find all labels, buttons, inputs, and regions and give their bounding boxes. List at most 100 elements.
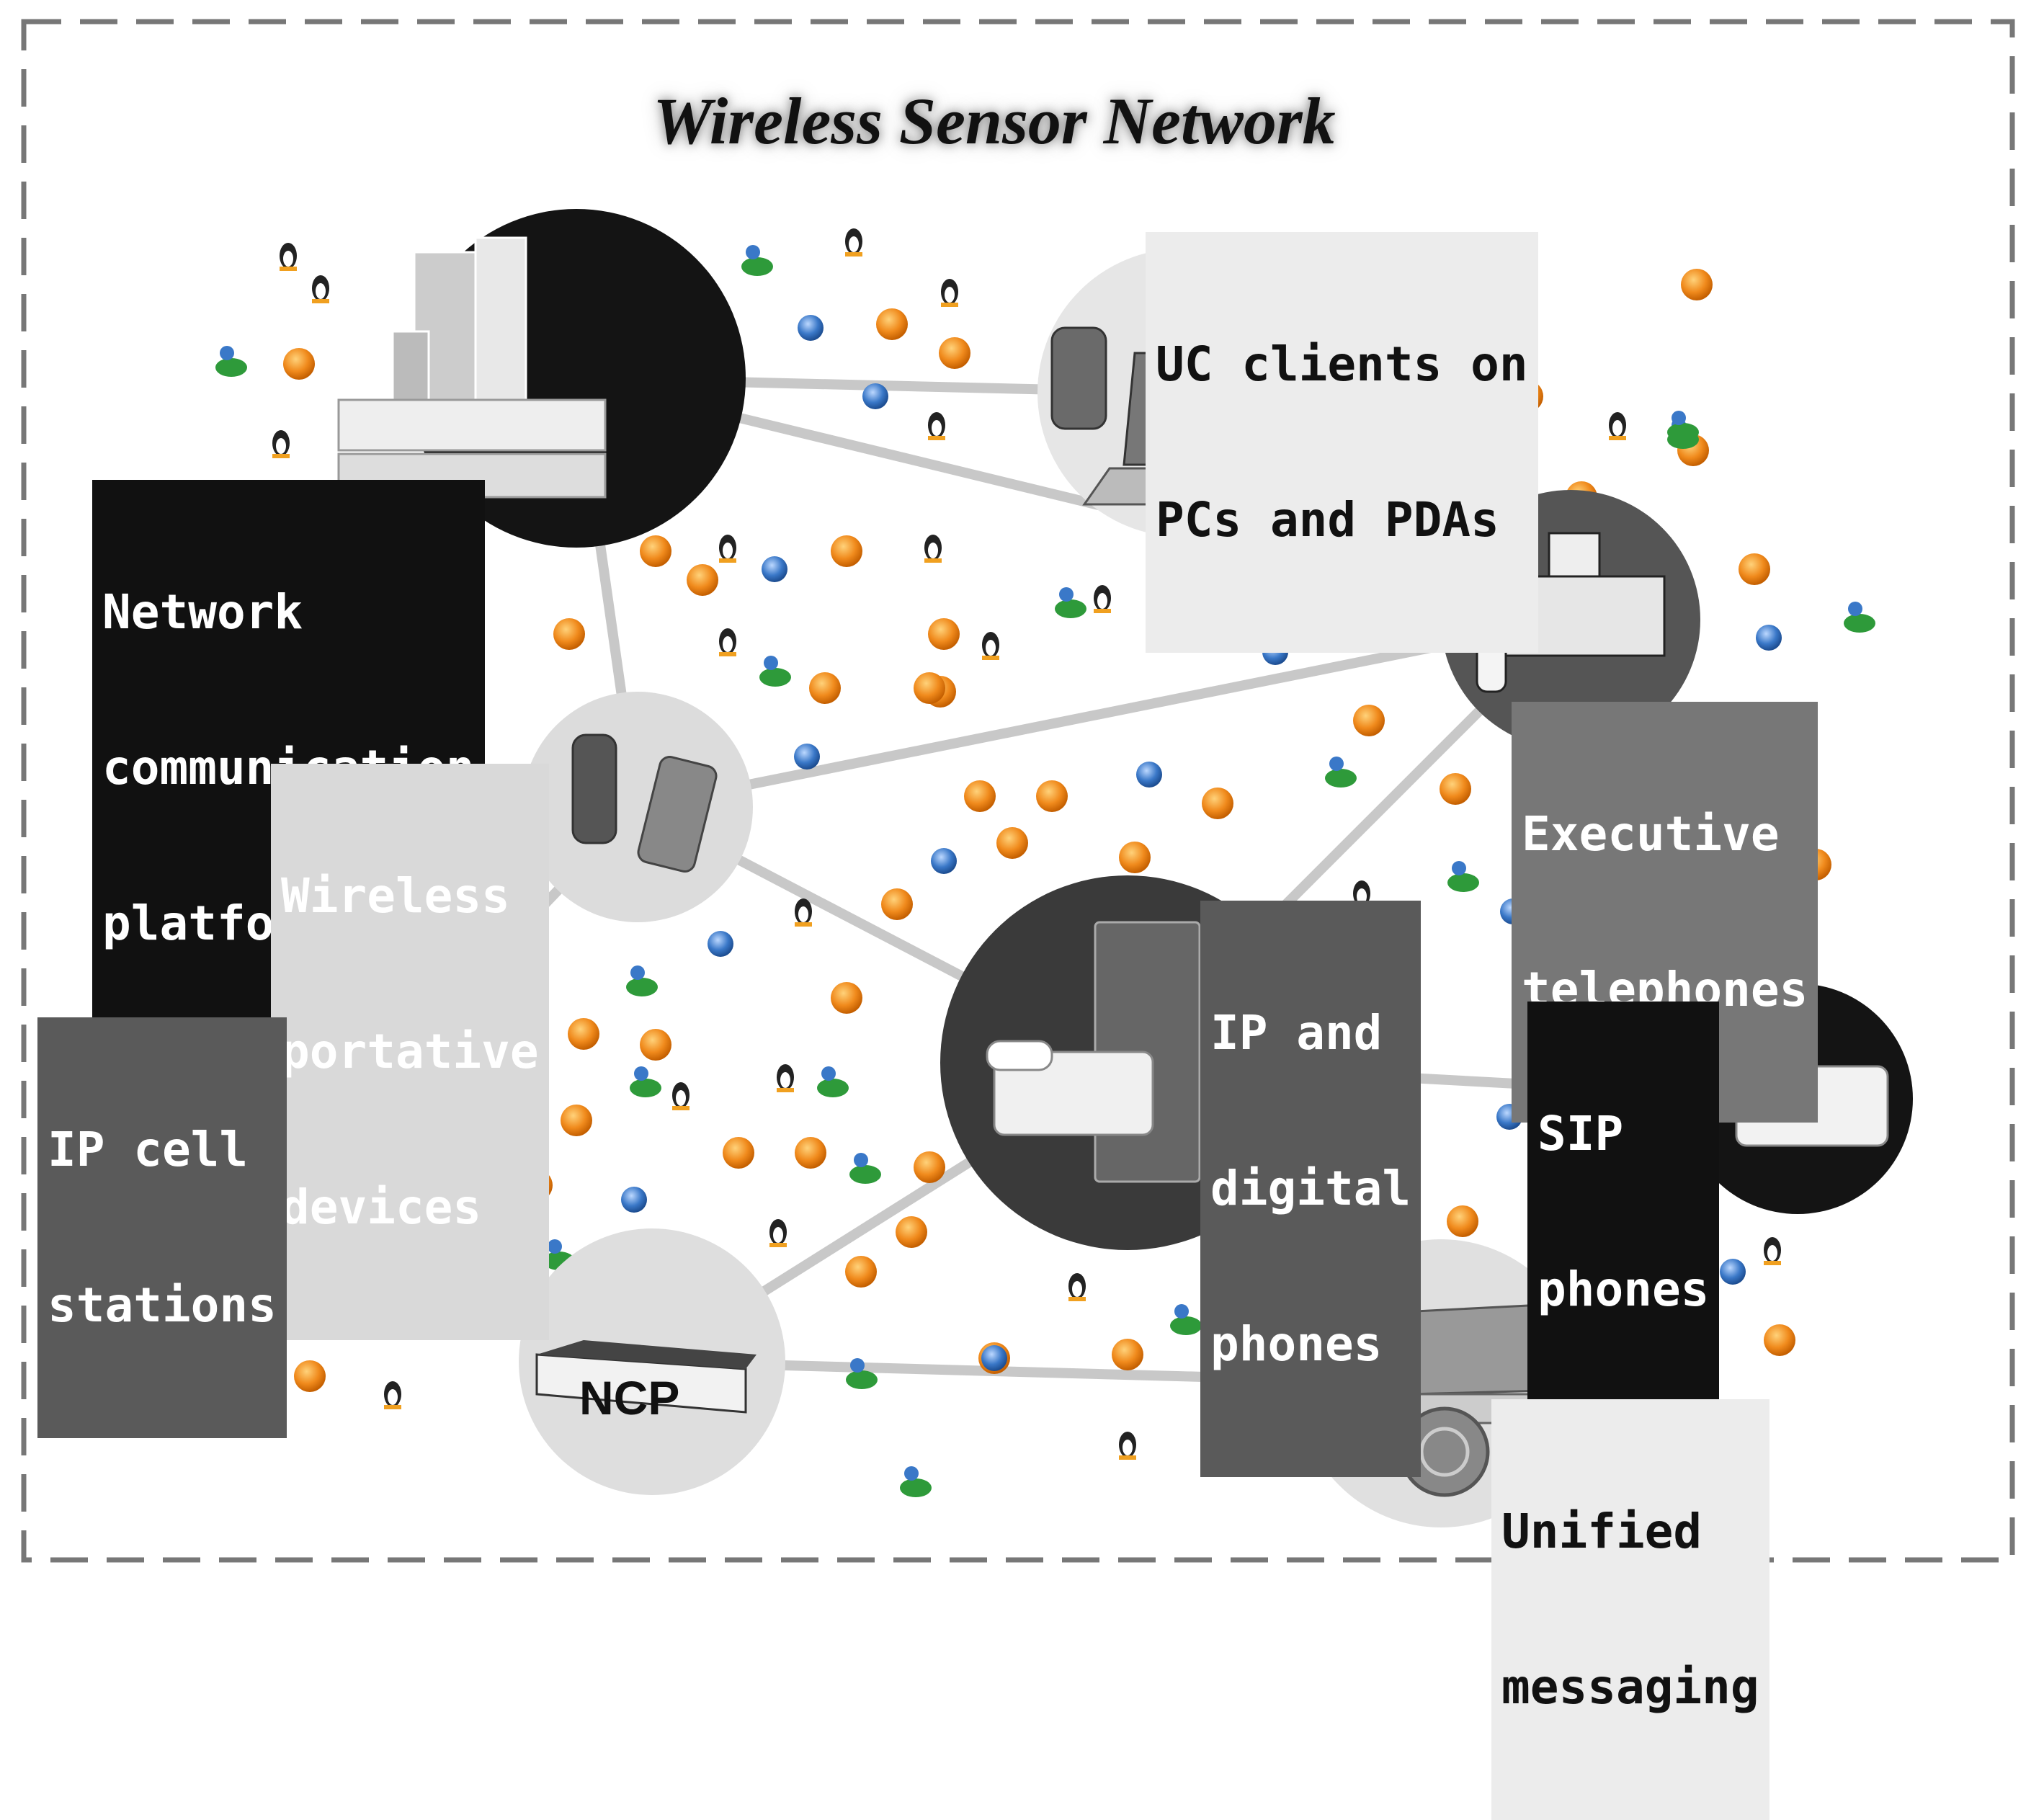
label-line: SIP xyxy=(1538,1106,1624,1161)
sensor-dot-orange xyxy=(1036,780,1068,812)
sensor-dot-blue xyxy=(1136,762,1162,788)
building-icon xyxy=(391,236,527,405)
sensor-dot-orange xyxy=(1440,773,1471,805)
sensor-nodes xyxy=(143,228,1875,1497)
label-line: IP and xyxy=(1210,1005,1383,1061)
sensor-dot-orange xyxy=(1681,269,1713,300)
penguin-sensor-icon xyxy=(1609,412,1626,440)
label-line: devices xyxy=(281,1179,482,1235)
user-sensor-icon xyxy=(1325,757,1357,788)
sensor-dot-orange xyxy=(928,618,960,650)
user-sensor-icon xyxy=(849,1153,881,1184)
penguin-sensor-icon xyxy=(924,535,942,563)
user-sensor-icon xyxy=(1055,587,1086,618)
label-line: Wireless xyxy=(281,868,510,924)
user-sensor-icon xyxy=(900,1466,932,1497)
sensor-dot-orange xyxy=(1202,788,1233,819)
penguin-sensor-icon xyxy=(272,430,290,458)
sensor-dot-blue xyxy=(1720,1259,1746,1285)
penguin-sensor-icon xyxy=(845,228,862,257)
label-line: PCs and PDAs xyxy=(1156,492,1499,548)
sensor-dot-blue xyxy=(1756,625,1782,651)
user-sensor-icon xyxy=(846,1358,878,1389)
sensor-dot-orange xyxy=(964,780,996,812)
label-line: NCP xyxy=(579,1371,680,1424)
label-ip-cell: IP cell stations xyxy=(37,1017,287,1438)
label-line: portative xyxy=(281,1024,539,1079)
sensor-dot-orange xyxy=(283,348,315,380)
diagram-stage: Wireless Sensor Network Network communic… xyxy=(21,19,2015,1820)
sensor-dot-orange xyxy=(795,1137,826,1169)
sensor-dot-blue xyxy=(794,744,820,770)
user-sensor-icon xyxy=(759,656,791,687)
sensor-dot-orange xyxy=(568,1018,599,1050)
penguin-sensor-icon xyxy=(982,632,999,660)
sensor-dot-orange xyxy=(553,618,585,650)
penguin-sensor-icon xyxy=(769,1219,787,1247)
label-line: messaging xyxy=(1501,1659,1759,1715)
label-line: UC clients on xyxy=(1156,336,1528,392)
label-line: phones xyxy=(1210,1316,1383,1372)
user-sensor-icon xyxy=(215,346,247,377)
sensor-dot-orange xyxy=(723,1137,754,1169)
sensor-dot-orange xyxy=(640,535,671,567)
sensor-dot-orange xyxy=(640,1029,671,1061)
penguin-sensor-icon xyxy=(384,1381,401,1409)
label-sip: SIP phones xyxy=(1527,1002,1720,1422)
penguin-sensor-icon xyxy=(312,275,329,303)
sensor-dot-orange xyxy=(939,337,970,369)
penguin-sensor-icon xyxy=(941,279,958,307)
user-sensor-icon xyxy=(817,1066,849,1097)
user-sensor-icon xyxy=(630,1066,661,1097)
sensor-dot-blue xyxy=(862,383,888,409)
penguin-sensor-icon xyxy=(1119,1432,1136,1460)
sensor-dot-blue xyxy=(981,1345,1007,1371)
sensor-dot-blue xyxy=(931,848,957,874)
label-uc-clients: UC clients on PCs and PDAs xyxy=(1146,232,1538,653)
sensor-dot-orange xyxy=(687,564,718,596)
penguin-sensor-icon xyxy=(280,243,297,271)
sensor-dot-orange xyxy=(876,308,908,340)
penguin-sensor-icon xyxy=(1764,1237,1781,1265)
sensor-dot-orange xyxy=(914,672,945,704)
sensor-dot-orange xyxy=(996,827,1028,859)
pda-icon xyxy=(1050,326,1107,430)
label-line: Network xyxy=(102,584,303,640)
sensor-dot-blue xyxy=(621,1187,647,1213)
mobile-phone-icon xyxy=(571,733,718,873)
sensor-dot-blue xyxy=(762,556,787,582)
user-sensor-icon xyxy=(1667,411,1699,442)
penguin-sensor-icon xyxy=(795,898,812,927)
diagram-title: Wireless Sensor Network xyxy=(653,84,1336,158)
sensor-dot-orange xyxy=(845,1256,877,1288)
label-line: Unified xyxy=(1501,1504,1702,1559)
sensor-dot-orange xyxy=(1119,842,1151,873)
label-line: phones xyxy=(1538,1262,1710,1317)
dashed-frame xyxy=(21,19,2015,1563)
sensor-dot-orange xyxy=(1739,553,1770,585)
label-wireless: Wireless portative devices xyxy=(271,764,549,1340)
label-unified: Unified messaging xyxy=(1491,1399,1769,1820)
user-sensor-icon xyxy=(1447,861,1479,892)
ncp-device-icon xyxy=(535,1340,757,1414)
label-line: digital xyxy=(1210,1161,1411,1216)
sensor-dot-orange xyxy=(881,888,913,920)
sensor-dot-orange xyxy=(1447,1205,1478,1237)
user-sensor-icon xyxy=(1844,602,1875,633)
label-line: Executive xyxy=(1522,806,1780,862)
node-circle-wireless xyxy=(522,692,753,922)
user-sensor-icon xyxy=(626,965,658,996)
sensor-dot-orange xyxy=(1764,1324,1795,1356)
sensor-dot-orange xyxy=(1353,705,1385,736)
penguin-sensor-icon xyxy=(928,412,945,440)
user-sensor-icon xyxy=(741,245,773,276)
label-ip-digital: IP and digital phones xyxy=(1200,901,1422,1477)
sensor-dot-orange xyxy=(294,1360,326,1392)
penguin-sensor-icon xyxy=(1094,585,1111,613)
sensor-dot-orange xyxy=(1112,1339,1143,1370)
desk-phone-icon xyxy=(986,921,1201,1183)
penguin-sensor-icon xyxy=(672,1082,689,1110)
penguin-sensor-icon xyxy=(719,535,736,563)
penguin-sensor-icon xyxy=(1068,1273,1086,1301)
label-ncp: NCP xyxy=(569,1265,689,1530)
